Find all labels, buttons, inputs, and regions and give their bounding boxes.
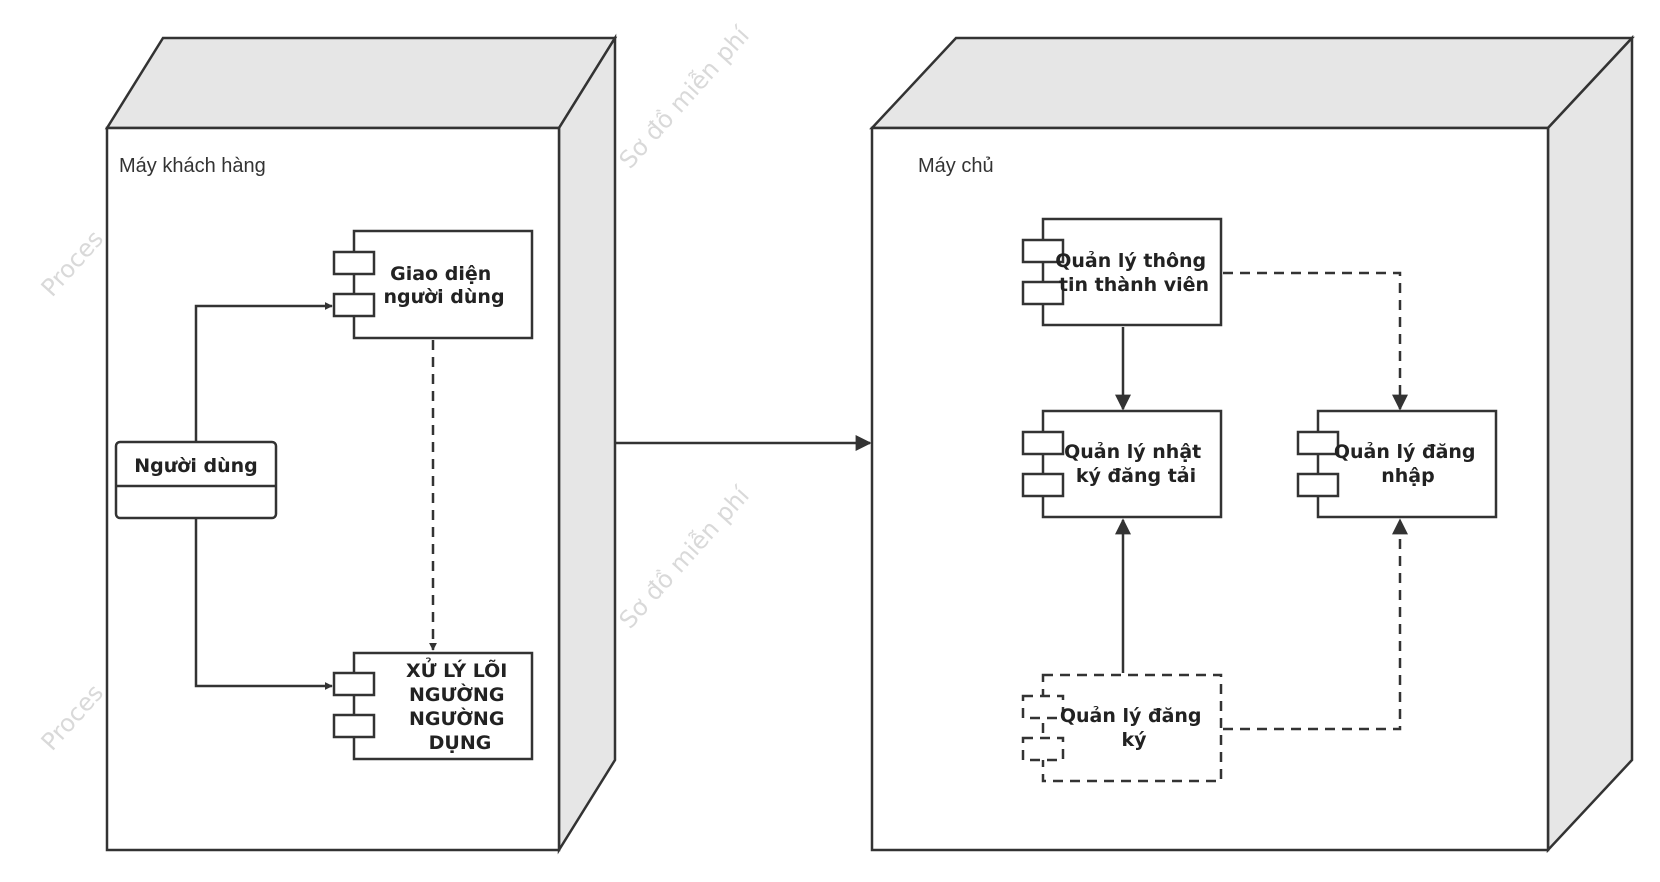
component-register[interactable]: Quản lý đăng ký	[1021, 673, 1223, 783]
component-core[interactable]: XỬ LÝ LÕI NGƯỜNG NGƯỜNG DỤNG	[332, 651, 534, 761]
component-core-body	[352, 651, 534, 761]
actor-to-core-arrow	[194, 518, 333, 690]
component-upload-log-body	[1041, 409, 1223, 519]
component-register-line: Quản lý đăng	[1060, 705, 1202, 727]
component-register-body	[1041, 673, 1223, 783]
component-member-info-line: tin thành viên	[1059, 274, 1209, 296]
actor-box-frame	[114, 440, 278, 520]
component-port	[1296, 430, 1340, 456]
component-ui-label: Giao diện người dùng	[383, 263, 504, 308]
component-port	[1021, 736, 1065, 762]
watermark-text: Proces	[36, 679, 109, 756]
actor-to-ui-arrow	[194, 302, 333, 442]
component-login-line: nhập	[1381, 465, 1434, 487]
register-to-login-dependency	[1223, 518, 1408, 731]
component-core-line: XỬ LÝ LÕI	[406, 657, 507, 682]
component-login-line: Quản lý đăng	[1334, 441, 1476, 463]
component-core-line: NGƯỜNG	[409, 682, 504, 706]
server-node-label: Máy chủ	[918, 155, 994, 177]
component-member-info-body	[1041, 217, 1223, 327]
component-port	[1296, 472, 1340, 498]
component-upload-log-label: Quản lý nhật ký đăng tải	[1064, 441, 1208, 487]
component-upload-log[interactable]: Quản lý nhật ký đăng tải	[1021, 409, 1223, 519]
actor-label: Người dùng	[134, 455, 257, 477]
component-ui-line: người dùng	[383, 286, 504, 308]
client-node-top	[104, 36, 618, 130]
component-member-info-label: Quản lý thông tin thành viên	[1055, 250, 1213, 296]
client-node-label: Máy khách hàng	[119, 155, 266, 177]
component-port	[1021, 238, 1065, 264]
component-ui-body	[352, 229, 534, 340]
server-connectors	[1115, 271, 1408, 731]
component-port	[1021, 280, 1065, 306]
component-login-body	[1316, 409, 1498, 519]
server-node[interactable]: Máy chủ	[869, 34, 1635, 854]
component-register-line: ký	[1121, 729, 1147, 751]
component-port	[1021, 472, 1065, 498]
component-port	[332, 671, 376, 697]
component-port	[1021, 430, 1065, 456]
watermark-text: Sơ đồ miễn phí	[613, 480, 756, 634]
component-core-line: DỤNG	[429, 732, 492, 754]
component-ui-line: Giao diện	[390, 263, 491, 285]
component-port	[332, 250, 376, 276]
client-connectors	[194, 302, 437, 690]
watermark-text: Proces	[36, 225, 109, 302]
component-port	[1021, 694, 1065, 720]
component-login-label: Quản lý đăng nhập	[1334, 441, 1482, 487]
server-node-side	[1546, 34, 1634, 854]
component-core-line: NGƯỜNG	[409, 706, 504, 730]
server-node-top	[869, 36, 1635, 130]
component-register-label: Quản lý đăng ký	[1060, 705, 1208, 751]
client-node-side	[557, 33, 617, 855]
component-port	[332, 292, 376, 318]
watermark-text: Sơ đồ miễn phí	[613, 20, 756, 174]
component-port	[332, 713, 376, 739]
component-login[interactable]: Quản lý đăng nhập	[1296, 409, 1498, 519]
component-member-info-line: Quản lý thông	[1055, 250, 1206, 272]
component-ui[interactable]: Giao diện người dùng	[332, 229, 534, 340]
component-upload-log-line: ký đăng tải	[1076, 465, 1196, 487]
component-upload-log-line: Quản lý nhật	[1064, 441, 1201, 463]
actor-box[interactable]: Người dùng	[114, 440, 278, 520]
member-to-login-dependency	[1223, 271, 1408, 411]
component-core-label: XỬ LÝ LÕI NGƯỜNG NGƯỜNG DỤNG	[406, 657, 514, 754]
component-member-info[interactable]: Quản lý thông tin thành viên	[1021, 217, 1223, 327]
